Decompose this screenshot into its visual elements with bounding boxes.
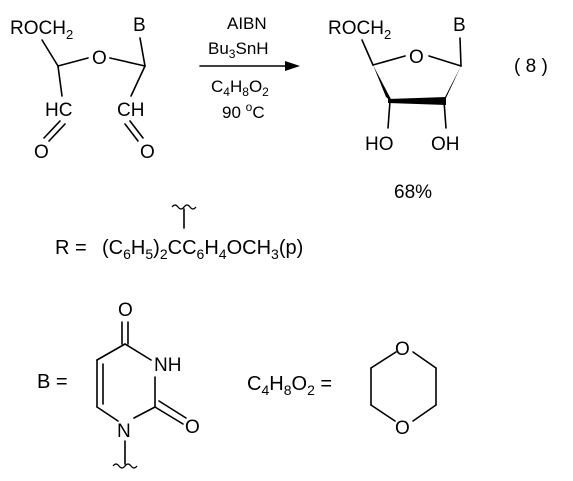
base-definition-lhs: B = [37, 371, 68, 393]
solvent-c4h8o2: C4H8O2 [211, 77, 269, 99]
product-structure: ROCH2 B O HO OH 68% [328, 15, 466, 203]
reactant-ring-oxygen: O [92, 48, 107, 69]
reactant-left-aldehyde-hc: HC [45, 100, 72, 121]
r-definition-formula: (C6H5)2CC6H4OCH3(p) [102, 237, 303, 262]
product-c4-c3-wedge-bond [373, 65, 393, 103]
dioxane-definition-lhs: C4H8O2 = [247, 373, 332, 398]
reaction-arrow-head [285, 61, 300, 71]
temperature: 90 oC [222, 100, 265, 122]
reactant-base-label: B [133, 15, 146, 36]
reactant-structure: ROCH2 B O HC CH O O [10, 15, 155, 163]
reactant-left-aldehyde-oxygen: O [34, 142, 49, 163]
equation-number: ( 8 ) [514, 56, 548, 77]
product-roch2-label: ROCH2 [328, 18, 391, 42]
product-ring-oxygen: O [409, 47, 424, 68]
reactant-right-aldehyde-ch: CH [117, 100, 144, 121]
product-c2-c1-wedge-bond [442, 66, 461, 103]
r-group-definition: R = (C6H5)2CC6H4OCH3(p) [55, 204, 303, 262]
base-definition-uracil: B = O NH O N [37, 300, 200, 469]
product-base-label: B [453, 15, 466, 36]
reaction-conditions: AIBN Bu3SnH C4H8O2 90 oC [199, 14, 300, 122]
dioxane-definition: C4H8O2 = O O [247, 339, 437, 439]
reagent-aibn: AIBN [227, 14, 267, 33]
uracil-nh-n3: NH [154, 355, 181, 376]
reagent-bu3snh: Bu3SnH [208, 39, 269, 61]
product-c3-c2-wedge-bond [388, 97, 446, 105]
product-yield: 68% [394, 182, 432, 203]
product-hydroxyl-left: HO [365, 134, 394, 155]
reactant-roch2-label: ROCH2 [10, 18, 73, 42]
dioxane-oxygen-bottom: O [395, 418, 410, 439]
uracil-attachment-wavy-line [112, 463, 138, 469]
uracil-oxygen-c2: O [185, 417, 200, 438]
uracil-n1: N [117, 421, 131, 442]
product-hydroxyl-right: OH [431, 134, 460, 155]
r-definition-lhs: R = [55, 237, 87, 259]
dioxane-oxygen-top: O [395, 339, 410, 360]
uracil-oxygen-c4: O [118, 300, 133, 321]
reactant-right-aldehyde-oxygen: O [140, 142, 155, 163]
r-attachment-wavy-line [171, 204, 197, 210]
